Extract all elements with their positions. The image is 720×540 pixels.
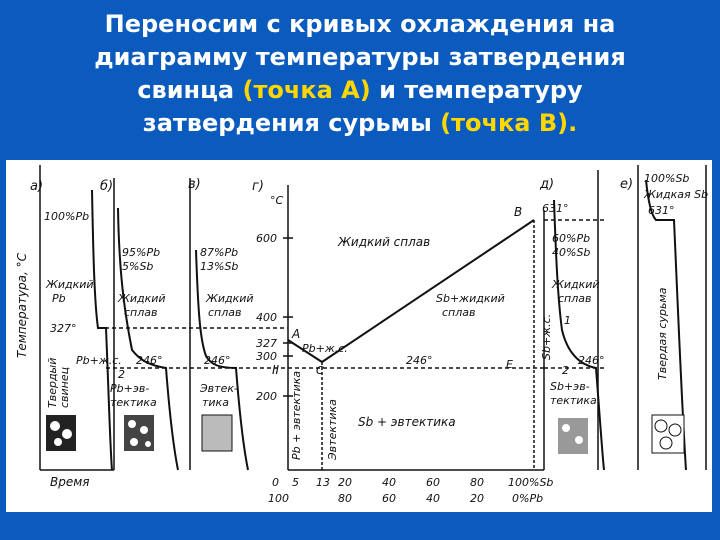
x-tick-sb-0: 0 xyxy=(272,476,279,489)
x-time-label: Время xyxy=(50,475,90,489)
v-temp: 246° xyxy=(204,354,231,367)
x-tick-sb-1: 5 xyxy=(292,476,299,489)
d-liquid-2: сплав xyxy=(558,292,592,305)
eutectic-temp-label: 246° xyxy=(406,354,433,367)
y-axis-label: Температура, °С xyxy=(15,252,29,358)
x-tick-pb-7: 0%Pb xyxy=(512,492,543,505)
v-solid-2: тика xyxy=(202,396,229,409)
d-comp-2: 40%Sb xyxy=(552,246,590,259)
title-point-b: (точка В). xyxy=(440,109,577,137)
bottom-bar xyxy=(0,514,720,540)
label-panel-e: е) xyxy=(620,177,633,192)
x-tick-pb-6: 20 xyxy=(470,492,484,505)
x-tick-sb-2: 13 xyxy=(316,476,330,489)
title-line-3: свинца (точка А) и температуру xyxy=(0,74,720,107)
d-solid-1: Sb+эв- xyxy=(550,380,590,393)
y-tick-600: 600 xyxy=(256,232,277,245)
v-liquid-1: Жидкий xyxy=(205,292,254,305)
slide-title: Переносим с кривых охлаждения на диаграм… xyxy=(0,8,720,140)
v-solid-1: Эвтек- xyxy=(199,382,238,395)
microstructure-b xyxy=(124,415,154,451)
point-e-label: E xyxy=(506,358,513,371)
x-tick-pb-5: 40 xyxy=(426,492,440,505)
label-panel-g: г) xyxy=(252,179,264,194)
point-b-label: B xyxy=(514,205,522,219)
d-n1: 1 xyxy=(564,314,571,327)
e-solid: Твердая сурьма xyxy=(656,287,669,380)
sb-liquid-label-1: Sb+жидкий xyxy=(436,292,505,305)
x-tick-pb-3: 80 xyxy=(338,492,352,505)
point-a-label: A xyxy=(291,327,300,341)
b-n2: 2 xyxy=(118,368,125,381)
title-line-4: затвердения сурьмы (точка В). xyxy=(0,107,720,140)
d-solid-2: тектика xyxy=(550,394,597,407)
d-n2: 2 xyxy=(562,364,569,377)
e-liquid: Жидкая Sb xyxy=(643,188,708,201)
x-tick-sb-6: 80 xyxy=(470,476,484,489)
label-panel-a: а) xyxy=(30,179,43,194)
d-comp-1: 60%Pb xyxy=(552,232,590,245)
label-panel-v: в) xyxy=(188,177,201,192)
x-tick-sb-5: 60 xyxy=(426,476,440,489)
label-panel-b: б) xyxy=(100,179,113,194)
cooling-curves-diagram: а) б) в) г) д) е) Температура, °С Время … xyxy=(6,160,712,512)
pb-liquid-label: Pb+ж.с. xyxy=(302,342,348,355)
b-comp-1: 95%Pb xyxy=(122,246,160,259)
v-comp-2: 13%Sb xyxy=(200,260,238,273)
b-pb-liquid: Pb+ж.с. xyxy=(76,354,122,367)
eutectic-label: Эвтектика xyxy=(326,399,339,461)
point-ii-label: II xyxy=(272,363,280,377)
pb-eutectic-label: Pb + эвтектика xyxy=(290,371,303,460)
d-liquid-1: Жидкий xyxy=(551,278,600,291)
sb-liquid-label-2: сплав xyxy=(442,306,476,319)
title-line-4a: затвердения сурьмы xyxy=(143,109,440,137)
v-liquid-2: сплав xyxy=(208,306,242,319)
d-temp: 246° xyxy=(578,354,605,367)
y-tick-300: 300 xyxy=(256,350,277,363)
y-tick-200: 200 xyxy=(256,390,277,403)
liquid-alloy-label: Жидкий сплав xyxy=(337,235,430,249)
title-line-3c: и температуру xyxy=(371,76,583,104)
b-solid-1: Pb+эв- xyxy=(110,382,149,395)
a-temp: 327° xyxy=(50,322,77,335)
y-tick-400: 400 xyxy=(256,311,277,324)
x-tick-sb-3: 20 xyxy=(338,476,352,489)
title-point-a: (точка А) xyxy=(242,76,370,104)
microstructure-a xyxy=(46,415,76,451)
a-liquid-2: Pb xyxy=(52,292,66,305)
label-panel-d: д) xyxy=(539,177,554,192)
b-temp: 246° xyxy=(136,354,163,367)
y-tick-327: 327 xyxy=(256,337,277,350)
b-solid-2: тектика xyxy=(110,396,157,409)
d-sb-liquid: Sb+ж.с. xyxy=(540,314,553,360)
sb-eutectic-label: Sb + эвтектика xyxy=(358,415,456,429)
title-line-2: диаграмму температуры затвердения xyxy=(0,41,720,74)
b-comp-2: 5%Sb xyxy=(122,260,153,273)
d-t631: 631° xyxy=(542,202,569,215)
diagram-panel: а) б) в) г) д) е) Температура, °С Время … xyxy=(6,160,712,512)
a-liquid-1: Жидкий xyxy=(45,278,94,291)
microstructure-d xyxy=(558,418,588,454)
microstructure-e xyxy=(652,415,684,453)
x-tick-sb-4: 40 xyxy=(382,476,396,489)
microstructure-v xyxy=(202,415,232,451)
x-tick-sb-7: 100%Sb xyxy=(508,476,553,489)
a-solid-2: свинец xyxy=(58,367,71,408)
e-comp: 100%Sb xyxy=(644,172,689,185)
deg-c-label: °С xyxy=(270,194,284,207)
cooling-curve-a xyxy=(92,190,112,470)
e-temp: 631° xyxy=(648,204,675,217)
b-liquid-1: Жидкий xyxy=(117,292,166,305)
v-comp-1: 87%Pb xyxy=(200,246,238,259)
x-tick-pb-0: 100 xyxy=(268,492,289,505)
a-comp: 100%Pb xyxy=(44,210,89,223)
point-c-label: C xyxy=(316,364,324,377)
title-line-1: Переносим с кривых охлаждения на xyxy=(0,8,720,41)
b-liquid-2: сплав xyxy=(124,306,158,319)
x-tick-pb-4: 60 xyxy=(382,492,396,505)
title-line-3a: свинца xyxy=(137,76,242,104)
